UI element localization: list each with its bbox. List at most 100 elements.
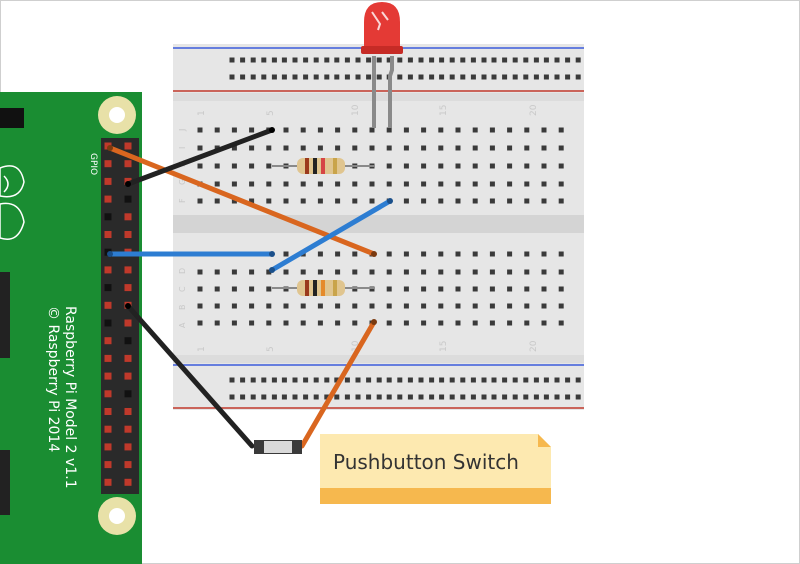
gpio-pin: [104, 390, 112, 398]
breadboard-hole: [455, 163, 461, 169]
breadboard-hole: [369, 303, 375, 309]
breadboard-hole: [455, 269, 461, 275]
gpio-pin: [104, 319, 112, 327]
breadboard-hole: [489, 251, 495, 257]
rail-hole: [565, 57, 571, 63]
gpio-pin: [124, 231, 132, 238]
rail-hole: [491, 57, 497, 63]
breadboard-hole: [266, 163, 272, 169]
rail-hole: [229, 57, 235, 63]
rail-hole: [429, 394, 435, 400]
breadboard-hole: [197, 145, 203, 151]
breadboard-hole: [507, 286, 513, 292]
breadboard-hole: [197, 303, 203, 309]
breadboard-hole: [558, 145, 564, 151]
gpio-pin: [124, 443, 132, 451]
breadboard-hole: [558, 251, 564, 257]
rail-hole: [281, 57, 287, 63]
breadboard-hole: [249, 269, 255, 275]
rail-hole: [543, 377, 549, 383]
breadboard-hole: [249, 303, 255, 309]
rail-hole: [397, 377, 403, 383]
rail-hole: [449, 377, 455, 383]
gpio-pin: [104, 266, 112, 274]
breadboard-hole: [472, 251, 478, 257]
breadboard-hole: [197, 198, 203, 204]
rail-hole: [355, 394, 361, 400]
breadboard: 1 5 10 15 20 1 5 10 15 20 J I H G F E D …: [173, 44, 584, 410]
pushbutton-switch-icon: [254, 440, 302, 454]
rail-hole: [313, 394, 319, 400]
rail-hole: [271, 394, 277, 400]
rail-hole: [543, 57, 549, 63]
breadboard-hole: [231, 198, 237, 204]
gpio-pin: [104, 337, 112, 345]
breadboard-hole: [438, 269, 444, 275]
rpi-side-connector: [0, 272, 10, 358]
gpio-pin: [124, 337, 132, 345]
rail-hole: [386, 394, 392, 400]
breadboard-hole: [386, 127, 392, 133]
breadboard-hole: [369, 145, 375, 151]
breadboard-hole: [472, 198, 478, 204]
breadboard-hole: [317, 145, 323, 151]
breadboard-hole: [524, 320, 530, 326]
breadboard-hole: [335, 198, 341, 204]
breadboard-hole: [455, 181, 461, 187]
rail-hole: [271, 57, 277, 63]
col-number-bottom-5: 5: [266, 346, 276, 352]
breadboard-hole: [386, 181, 392, 187]
breadboard-hole: [421, 286, 427, 292]
rail-hole: [481, 377, 487, 383]
breadboard-hole: [283, 320, 289, 326]
breadboard-hole: [438, 320, 444, 326]
rail-hole: [418, 74, 424, 80]
rail-hole: [470, 74, 476, 80]
breadboard-hole: [197, 320, 203, 326]
breadboard-hole: [421, 127, 427, 133]
breadboard-hole: [455, 251, 461, 257]
breadboard-hole: [335, 181, 341, 187]
rail-hole: [533, 57, 539, 63]
breadboard-hole: [214, 320, 220, 326]
breadboard-hole: [489, 181, 495, 187]
rail-hole: [554, 377, 560, 383]
gpio-pin: [104, 160, 112, 168]
gpio-pin: [124, 461, 132, 469]
breadboard-hole: [352, 251, 358, 257]
breadboard-hole: [421, 181, 427, 187]
breadboard-hole: [541, 145, 547, 151]
breadboard-hole: [558, 269, 564, 275]
rail-hole: [376, 57, 382, 63]
breadboard-hole: [300, 181, 306, 187]
rail-hole: [533, 74, 539, 80]
breadboard-hole: [558, 198, 564, 204]
rail-hole: [240, 74, 246, 80]
rail-hole: [261, 57, 267, 63]
breadboard-hole: [507, 181, 513, 187]
breadboard-hole: [507, 198, 513, 204]
breadboard-hole: [438, 145, 444, 151]
rail-hole: [418, 394, 424, 400]
rpi-copyright-text: © Raspberry Pi 2014: [45, 306, 61, 452]
rail-hole: [229, 74, 235, 80]
gpio-pin: [104, 478, 112, 486]
breadboard-hole: [283, 251, 289, 257]
rpi-model-text: Raspberry Pi Model 2 v1.1: [62, 306, 78, 489]
breadboard-hole: [231, 303, 237, 309]
rail-hole: [324, 377, 330, 383]
breadboard-hole: [283, 127, 289, 133]
rail-hole: [407, 377, 413, 383]
rail-hole: [449, 74, 455, 80]
col-number-top-5: 5: [266, 110, 276, 116]
breadboard-hole: [524, 269, 530, 275]
breadboard-center-channel: [173, 215, 584, 233]
rail-hole: [313, 57, 319, 63]
rail-hole: [543, 74, 549, 80]
rail-hole: [386, 57, 392, 63]
gpio-pin: [104, 195, 112, 203]
rail-hole: [355, 57, 361, 63]
breadboard-hole: [249, 198, 255, 204]
row-letter-G: G: [178, 179, 187, 185]
breadboard-hole: [524, 181, 530, 187]
